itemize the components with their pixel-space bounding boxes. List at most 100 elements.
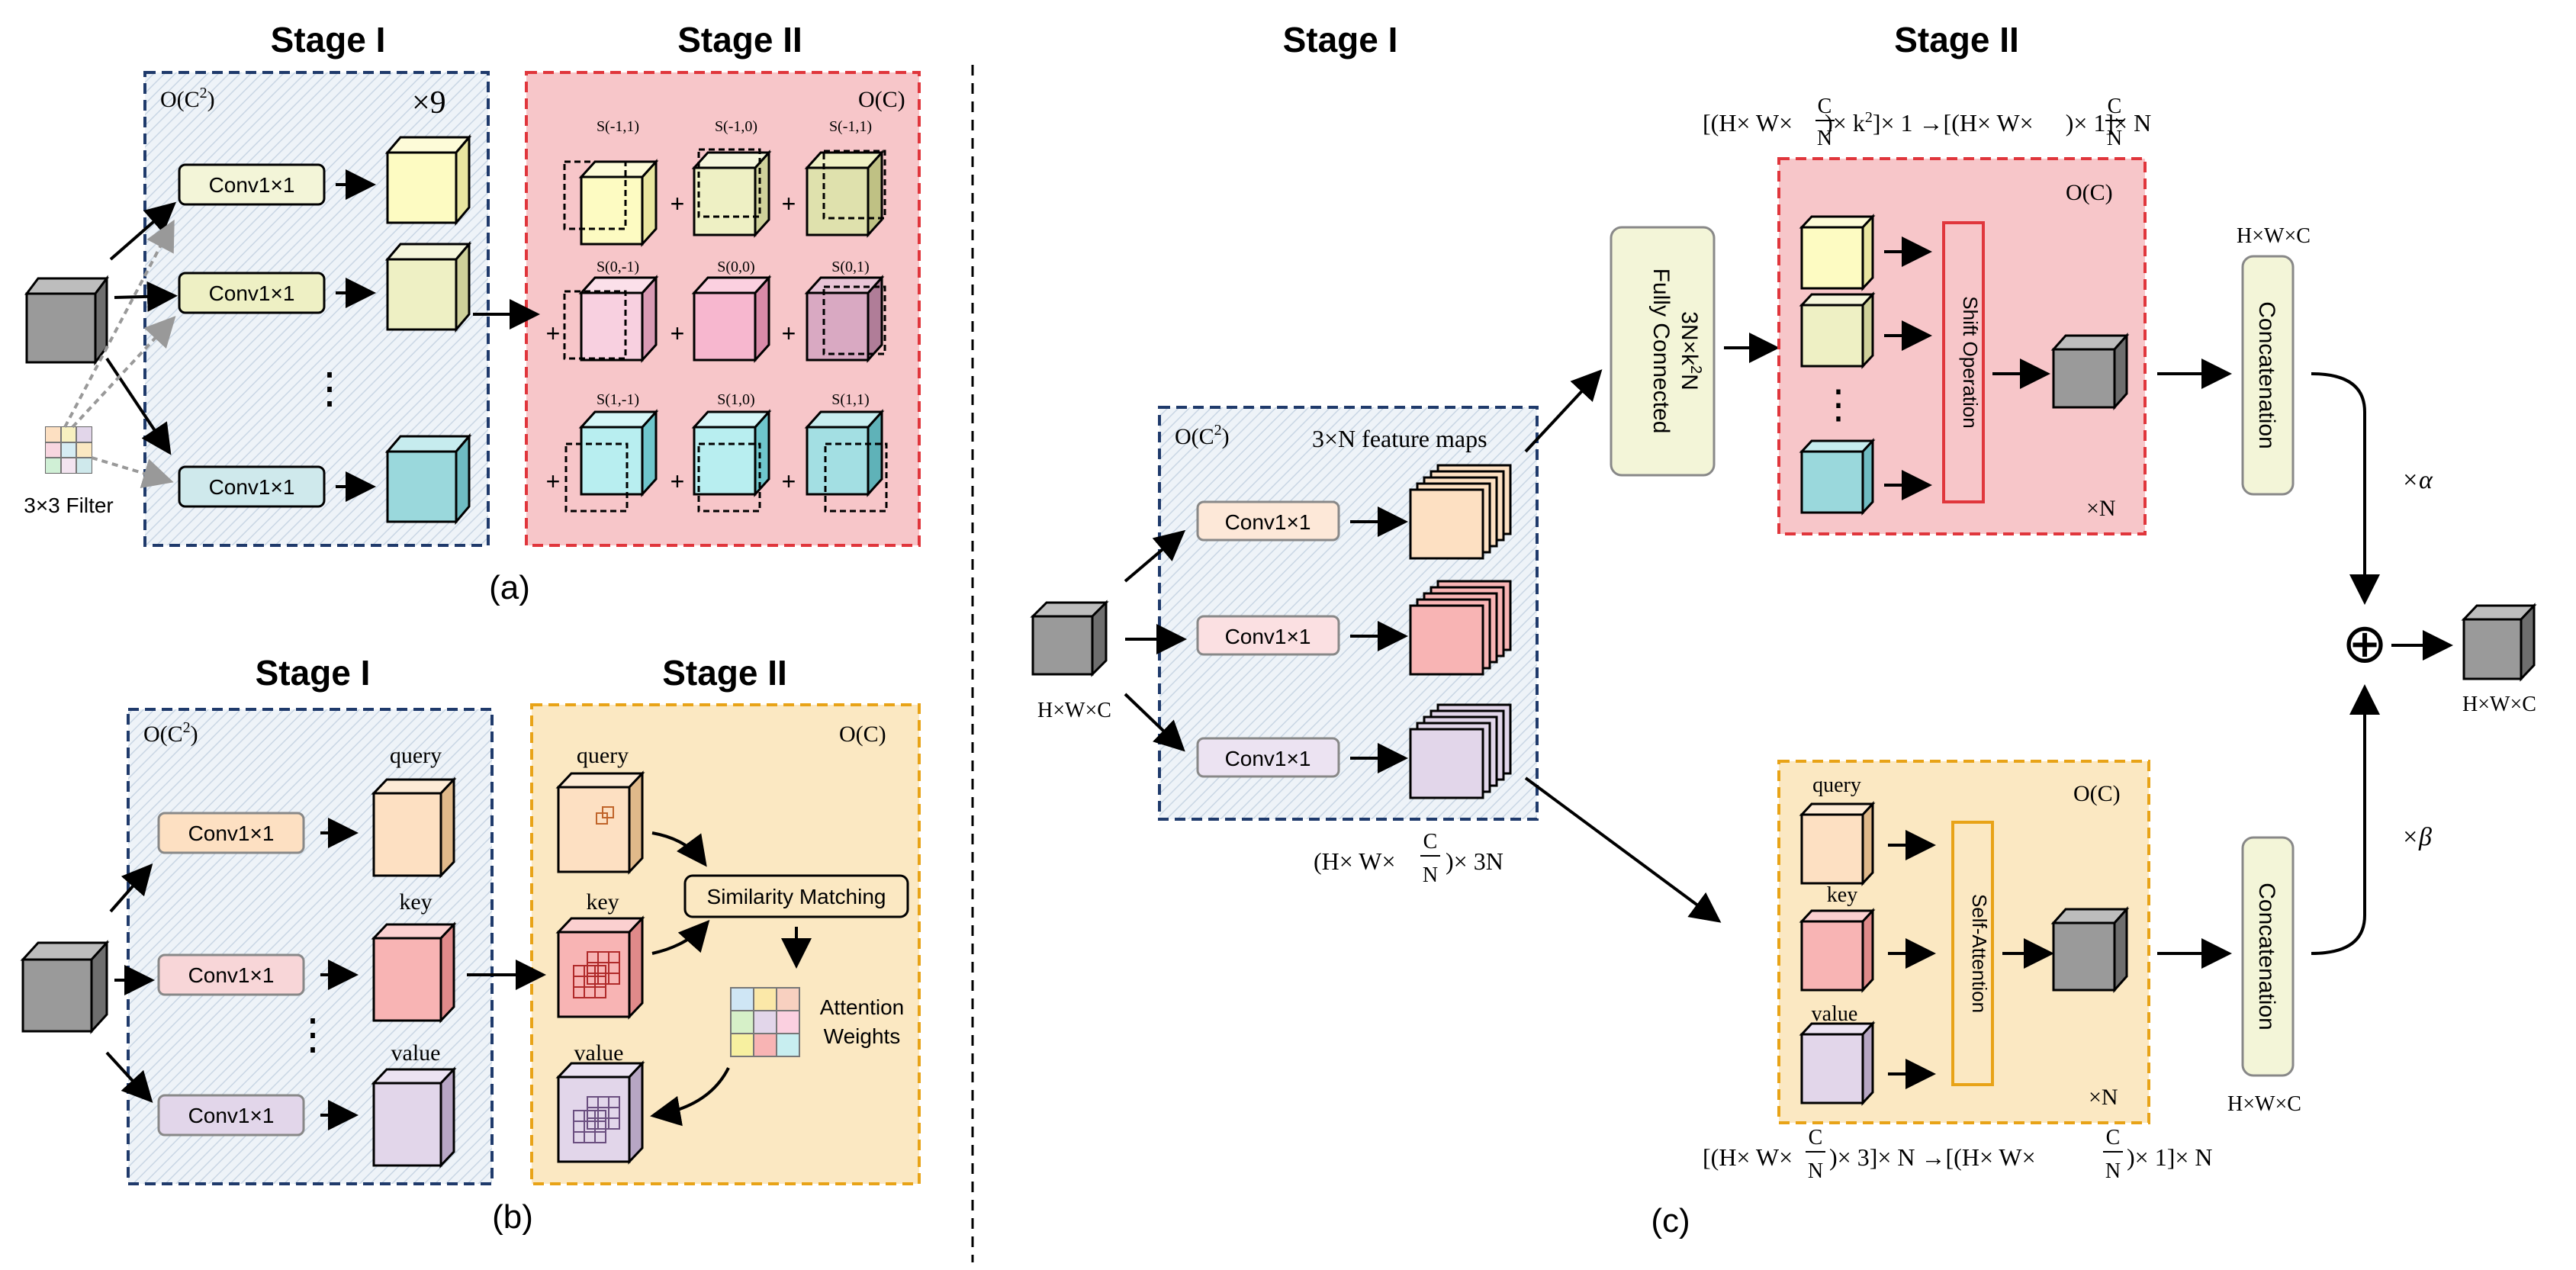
shift-cube-row-3 xyxy=(564,409,888,513)
panel-c-stage-i-title: Stage I xyxy=(1283,20,1398,59)
panel-c-shift-timesN: ×N xyxy=(2086,496,2116,521)
stacked-cubes-salmon xyxy=(1409,580,1512,676)
panel-b-value-label: value xyxy=(391,1040,441,1066)
panel-c-attn-output-cube xyxy=(2050,906,2130,993)
panel-a-conv-1: Conv1×1 xyxy=(178,163,326,206)
svg-text:Similarity Matching: Similarity Matching xyxy=(707,885,886,908)
svg-text:Conv1×1: Conv1×1 xyxy=(1225,625,1311,648)
oplus-icon: ⊕ xyxy=(2342,613,2388,674)
panel-b-conv-query: Conv1×1 xyxy=(157,812,305,854)
attention-weights-label-2: Weights xyxy=(824,1024,901,1048)
panel-c-key-label: key xyxy=(1827,883,1857,907)
panel-a-complexity-c2: O(C2) xyxy=(160,85,215,112)
panel-c-conv-1: Conv1×1 xyxy=(1196,500,1340,542)
svg-text:N: N xyxy=(2107,127,2122,150)
concatenation-bottom: Concatenation xyxy=(2241,836,2295,1077)
panel-a-out-cube-olive xyxy=(384,240,472,333)
alpha-weight: ×α xyxy=(2401,466,2433,494)
formula-top-fraction-2: CN xyxy=(2105,95,2124,150)
plus-sign: + xyxy=(782,320,796,347)
panel-b-s2-query-label: query xyxy=(577,743,629,768)
shift-cube-row-1 xyxy=(563,148,886,247)
panel-a-caption: (a) xyxy=(489,569,530,606)
panel-c-shift-cube-teal xyxy=(1799,438,1876,516)
panel-b-stage-ii-title: Stage II xyxy=(662,653,787,693)
panel-a: Stage I Stage II O(C2) ×9 O(C) 3×3 Filte… xyxy=(24,20,921,606)
svg-text:)× 1]× N: )× 1]× N xyxy=(2127,1143,2213,1171)
panel-b-complexity-c: O(C) xyxy=(839,722,886,747)
formula-top: [(H× W×)× k2]× 1 →[(H× W×)× 1]× N xyxy=(1703,109,2151,137)
formula-bottom: [(H× W× C N )× 3]× N →[(H× W× C N )× 1]×… xyxy=(1703,1126,2213,1183)
panel-b: Stage I Stage II O(C2) O(C) Conv1×1 Conv… xyxy=(20,653,921,1236)
panel-a-filter-label: 3×3 Filter xyxy=(24,494,114,517)
shift-label-8: S(1,0) xyxy=(717,391,754,408)
svg-text:Conv1×1: Conv1×1 xyxy=(1225,747,1311,770)
shift-label-7: S(1,-1) xyxy=(597,391,639,408)
panel-b-query-label: query xyxy=(390,743,442,768)
svg-text:Conv1×1: Conv1×1 xyxy=(209,173,295,197)
svg-text:Self-Attention: Self-Attention xyxy=(1968,894,1991,1013)
svg-text:3N×k2N: 3N×k2N xyxy=(1677,311,1704,391)
panel-c-shift-cube-yellow xyxy=(1799,214,1876,291)
panel-b-conv-value: Conv1×1 xyxy=(157,1094,305,1137)
panel-c-shift-output-cube xyxy=(2050,333,2130,410)
svg-text:Conv1×1: Conv1×1 xyxy=(188,821,275,845)
fully-connected-box: Fully Connected 3N×k2N xyxy=(1610,226,1716,477)
concat-bottom-dims: H×W×C xyxy=(2227,1092,2301,1116)
shift-label-6: S(0,1) xyxy=(831,259,869,275)
svg-text:C: C xyxy=(2108,95,2122,118)
panel-a-complexity-c: O(C) xyxy=(858,87,905,112)
panel-b-complexity-c2: O(C2) xyxy=(143,719,198,747)
panel-b-value-cube xyxy=(371,1066,457,1169)
panel-c-caption: (c) xyxy=(1651,1202,1690,1239)
svg-text:[(H× W×: [(H× W× xyxy=(1703,1143,1793,1171)
panel-c-query-cube xyxy=(1799,801,1876,886)
panel-b-input-cube xyxy=(20,940,110,1034)
svg-text:N: N xyxy=(2105,1159,2121,1183)
self-attention-box: Self-Attention xyxy=(1951,821,1994,1086)
svg-text:N: N xyxy=(1808,1159,1823,1183)
panel-a-conv-2: Conv1×1 xyxy=(178,272,326,314)
panel-c-value-cube xyxy=(1799,1021,1876,1106)
concat-top-dims: H×W×C xyxy=(2237,224,2311,248)
panel-b-caption: (b) xyxy=(492,1198,533,1236)
plus-sign: + xyxy=(671,320,685,347)
panel-c-attn-complexity: O(C) xyxy=(2073,781,2121,806)
shift-operation-box: Shift Operation xyxy=(1942,221,1985,503)
shift-label-9: S(1,1) xyxy=(831,391,869,408)
final-output-cube xyxy=(2461,603,2537,682)
panel-b-s2-value-label: value xyxy=(574,1040,624,1066)
svg-text:)× 3]× N →[(H× W×: )× 3]× N →[(H× W× xyxy=(1829,1143,2036,1171)
svg-text:Concatenation: Concatenation xyxy=(2254,301,2279,449)
shift-label-3: S(-1,1) xyxy=(829,118,872,135)
panel-a-out-cube-yellow xyxy=(384,133,472,227)
panel-c-key-cube xyxy=(1799,908,1876,993)
svg-text:Conv1×1: Conv1×1 xyxy=(209,281,295,305)
panel-b-s2-key-label: key xyxy=(586,889,619,915)
attention-weights-label-1: Attention xyxy=(820,995,905,1019)
svg-text:N: N xyxy=(1423,863,1438,887)
panel-b-conv-key: Conv1×1 xyxy=(157,953,305,996)
panel-a-out-cube-teal xyxy=(384,432,472,526)
panel-b-query-cube xyxy=(371,776,457,879)
panel-c-conv-3: Conv1×1 xyxy=(1196,737,1340,778)
svg-text:Fully Connected: Fully Connected xyxy=(1648,268,1674,434)
plus-sign: + xyxy=(782,190,796,217)
concatenation-top: Concatenation xyxy=(2241,255,2295,496)
svg-text:)× 3N: )× 3N xyxy=(1446,847,1503,875)
svg-text:Conv1×1: Conv1×1 xyxy=(188,1104,275,1127)
panel-a-stage-ii-title: Stage II xyxy=(677,20,802,59)
panel-c-shift-complexity: O(C) xyxy=(2066,180,2113,205)
svg-text:C: C xyxy=(2106,1126,2121,1149)
shift-label-1: S(-1,1) xyxy=(597,118,639,135)
panel-c-shift-ellipsis: ⋮ xyxy=(1819,383,1858,427)
panel-b-stage-i-title: Stage I xyxy=(256,653,371,693)
plus-sign: + xyxy=(671,190,685,217)
panel-c: Stage I Stage II [(H× W×)× k2]× 1 →[(H× … xyxy=(1030,20,2537,1239)
shift-label-4: S(0,-1) xyxy=(597,259,639,275)
feature-maps-label: 3×N feature maps xyxy=(1312,425,1487,452)
panel-c-attn-timesN: ×N xyxy=(2089,1085,2118,1110)
panel-c-input-dims: H×W×C xyxy=(1037,699,1111,722)
svg-text:N: N xyxy=(1817,127,1832,150)
panel-b-s2-value-cube xyxy=(555,1060,645,1165)
